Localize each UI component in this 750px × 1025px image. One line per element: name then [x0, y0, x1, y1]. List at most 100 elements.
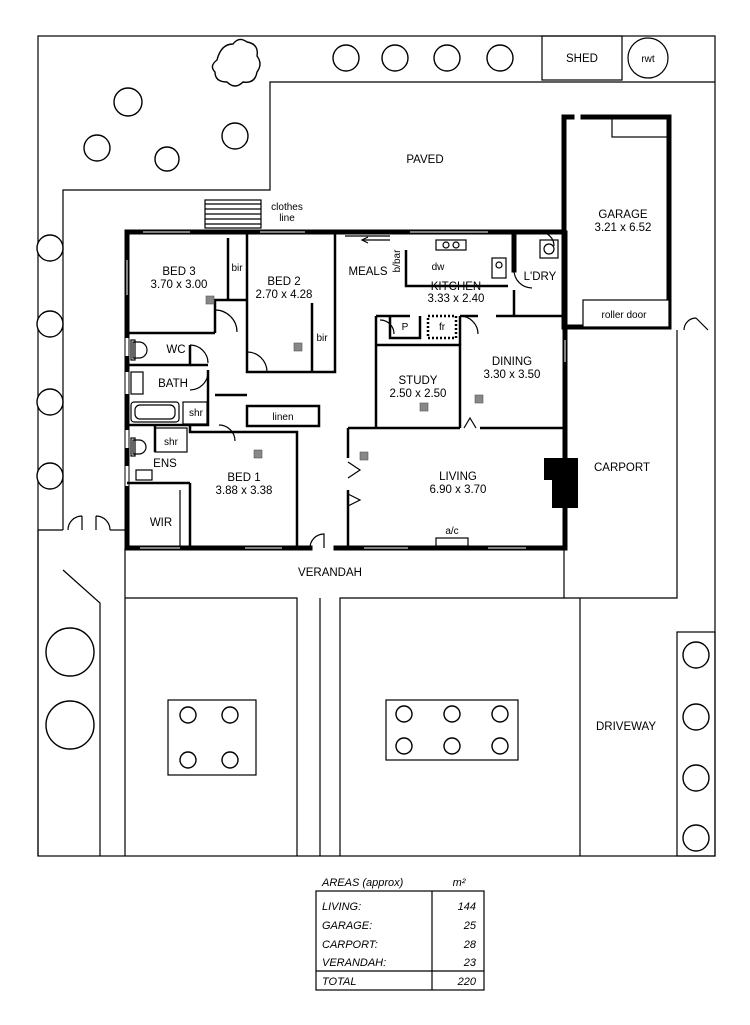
dining-label: DINING [492, 356, 532, 368]
tree-icon [221, 122, 249, 150]
wc-label: WC [166, 344, 185, 356]
bir-label: bir [316, 333, 328, 344]
tree-icon [113, 87, 143, 117]
kitchen-label: KITCHEN [431, 281, 481, 293]
bed2-label: BED 2 [267, 276, 300, 288]
clothes-label: clothes [271, 202, 303, 213]
area-row-value: 28 [463, 939, 477, 951]
toilet-icon [132, 341, 148, 359]
diagonal-boundary [62, 569, 101, 856]
verandah-label: VERANDAH [298, 567, 362, 579]
tree-icon [45, 700, 95, 750]
ens-label: ENS [153, 458, 177, 470]
tree-icon [36, 388, 64, 416]
living-label: LIVING [439, 471, 477, 483]
rwt-label: rwt [641, 54, 655, 65]
study-dim: 2.50 x 2.50 [390, 388, 447, 400]
side-door [683, 317, 709, 331]
bir-label: bir [231, 263, 243, 274]
fireplace [544, 458, 578, 508]
tree-icon [486, 44, 514, 72]
garage-label: GARAGE [598, 209, 648, 221]
dining-dim: 3.30 x 3.50 [484, 369, 541, 381]
roller-door-label: roller door [601, 310, 647, 321]
bathtub-icon [130, 401, 180, 423]
bed1-label: BED 1 [227, 472, 260, 484]
gate [67, 515, 111, 531]
laundry-label: L'DRY [524, 271, 557, 283]
area-row-label: VERANDAH: [322, 957, 386, 969]
areas-table: AREAS (approx) m² LIVING: 144 GARAGE: 25… [315, 877, 485, 991]
wir-label: WIR [150, 517, 172, 529]
tree-icon [381, 44, 409, 72]
garage-dim: 3.21 x 6.52 [595, 222, 652, 234]
line-label: line [279, 213, 295, 224]
tree-icon [682, 824, 710, 852]
tree-group [36, 38, 710, 852]
area-row-value: 25 [463, 920, 477, 932]
areas-title: AREAS (approx) [321, 877, 404, 889]
areas-unit: m² [453, 877, 466, 889]
room-markers [205, 295, 484, 461]
bbar-label: b/bar [392, 249, 403, 272]
pantry-label: P [402, 322, 409, 333]
door-swings [189, 231, 555, 549]
site-boundary [37, 35, 716, 857]
clothes-line [204, 199, 262, 229]
shed-label: SHED [566, 53, 598, 65]
paved-label: PAVED [406, 154, 443, 166]
study-label: STUDY [399, 375, 438, 387]
kitchen-dim: 3.33 x 2.40 [428, 293, 485, 305]
planter-bed [167, 699, 257, 776]
tree-icon [433, 44, 461, 72]
area-total-label: TOTAL [322, 976, 356, 988]
area-row-label: GARAGE: [322, 920, 372, 932]
shed-box [541, 35, 623, 81]
laundry-tub [539, 239, 559, 259]
linen-label: linen [272, 412, 293, 423]
windows [125, 230, 567, 550]
paved-edge [62, 81, 715, 530]
bed1-dim: 3.88 x 3.38 [216, 485, 273, 497]
dw-label: dw [432, 262, 446, 273]
basin-icon [130, 371, 144, 395]
ac-unit [435, 537, 469, 547]
area-row-label: CARPORT: [322, 939, 378, 951]
rwt-tank [627, 37, 669, 79]
garage-bench [611, 116, 670, 138]
area-total-value: 220 [457, 976, 477, 988]
tree-icon [682, 764, 710, 792]
tree-icon [682, 703, 710, 731]
tree-icon [332, 44, 360, 72]
tree-icon [45, 627, 95, 677]
roller-door [582, 299, 670, 328]
sliding-door-arrow [360, 236, 369, 244]
ensuite-shower-label: shr [164, 437, 179, 448]
shower-label: shr [189, 408, 204, 419]
bath-fixtures [130, 339, 208, 546]
tree-icon [211, 38, 261, 87]
driveway-label: DRIVEWAY [596, 721, 656, 733]
bath-label: BATH [158, 378, 188, 390]
tree-icon [36, 234, 64, 262]
kitchen-fixtures [435, 239, 559, 279]
area-row-value: 23 [463, 957, 477, 969]
bed2-dim: 2.70 x 4.28 [256, 289, 313, 301]
area-row-label: LIVING: [322, 901, 361, 913]
fridge-label: fr [439, 322, 446, 333]
tree-icon [36, 462, 64, 490]
tree-icon [154, 146, 180, 172]
carport-label: CARPORT [594, 462, 650, 474]
living-dim: 6.90 x 3.70 [430, 484, 487, 496]
meals-label: MEALS [349, 266, 388, 278]
driveway-garden [676, 631, 716, 857]
ac-label: a/c [445, 526, 458, 537]
area-row-value: 144 [458, 901, 476, 913]
verandah-outline [125, 597, 298, 856]
tree-icon [682, 641, 710, 669]
tree-icon [83, 134, 111, 162]
bed3-dim: 3.70 x 3.00 [151, 279, 208, 291]
bed3-label: BED 3 [162, 266, 195, 278]
planter-bed [385, 699, 519, 761]
